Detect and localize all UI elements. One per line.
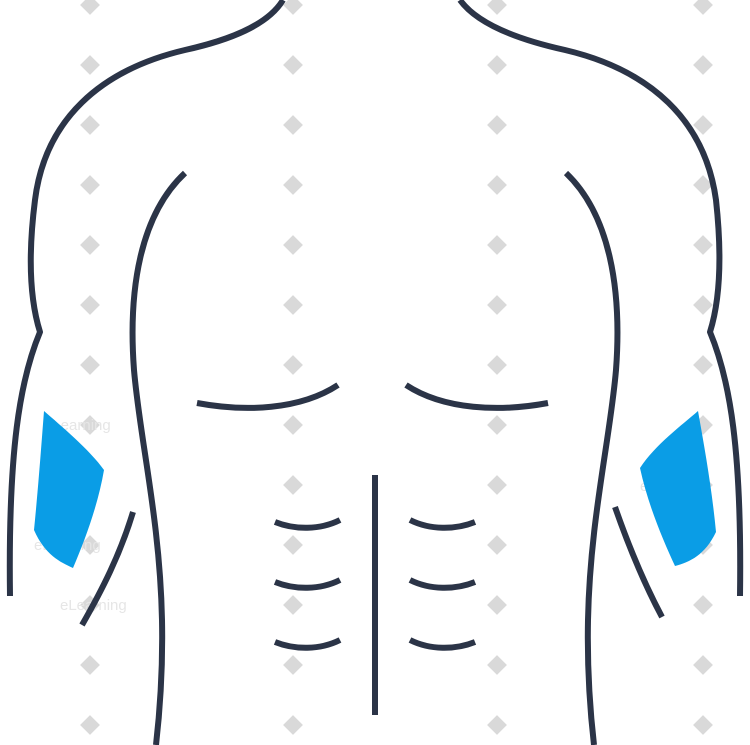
- diamond-watermark-icon: [693, 595, 713, 615]
- left-ab-line-3: [273, 637, 342, 651]
- diamond-watermark-icon: [283, 535, 303, 555]
- right-ab-line-1: [408, 517, 477, 531]
- diamond-watermark-icon: [487, 175, 507, 195]
- diamond-watermark-icon: [283, 115, 303, 135]
- right-forearm-line: [612, 506, 665, 619]
- left-triceps-highlight: [34, 411, 104, 568]
- diamond-watermark-icon: [80, 55, 100, 75]
- right-triceps-highlight: [640, 411, 716, 566]
- left-ab-line-2: [273, 577, 342, 591]
- left-shoulder-line: [6, 0, 286, 597]
- diamond-watermark-icon: [283, 415, 303, 435]
- diamond-watermark-icon: [693, 655, 713, 675]
- diamond-watermark-icon: [487, 535, 507, 555]
- diamond-watermark-icon: [283, 55, 303, 75]
- diamond-watermark-icon: [80, 115, 100, 135]
- diamond-watermark-icon: [487, 115, 507, 135]
- right-pectoral-line: [404, 382, 549, 411]
- male-torso-outline-icon: [6, 0, 744, 745]
- left-torso-side: [129, 170, 188, 745]
- diamond-watermark-icon: [693, 715, 713, 735]
- left-forearm-line: [79, 511, 136, 627]
- diamond-watermark-icon: [487, 295, 507, 315]
- diamond-watermark-icon: [693, 295, 713, 315]
- diamond-watermark-icon: [80, 655, 100, 675]
- left-ab-line-1: [273, 517, 342, 531]
- diamond-watermark-icon: [693, 55, 713, 75]
- diamond-watermark-icon: [693, 0, 713, 15]
- diamond-watermark-icon: [283, 475, 303, 495]
- diamond-watermark-icon: [693, 115, 713, 135]
- diamond-watermark-icon: [487, 0, 507, 15]
- right-ab-line-2: [408, 577, 477, 591]
- diamond-watermark-icon: [80, 715, 100, 735]
- diamond-watermark-icon: [283, 595, 303, 615]
- right-ab-line-3: [408, 637, 477, 651]
- diamond-watermark-icon: [80, 415, 100, 435]
- diamond-watermark-icon: [693, 355, 713, 375]
- diamond-watermark-icon: [487, 235, 507, 255]
- diamond-watermark-icon: [283, 175, 303, 195]
- diamond-watermark-icon: [487, 655, 507, 675]
- diamond-watermark-icon: [283, 0, 303, 15]
- left-pectoral-line: [196, 382, 340, 411]
- diamond-watermark-icon: [487, 595, 507, 615]
- diamond-watermark-icon: [283, 655, 303, 675]
- diamond-watermark-icon: [283, 235, 303, 255]
- diamond-watermark-icon: [487, 415, 507, 435]
- diamond-watermark-icon: [487, 55, 507, 75]
- right-shoulder-line: [457, 0, 744, 597]
- diamond-watermark-icon: [283, 355, 303, 375]
- diamond-watermark-icon: [80, 295, 100, 315]
- diamond-watermark-icon: [283, 715, 303, 735]
- right-torso-side: [563, 170, 621, 745]
- diamond-watermark-icon: [487, 715, 507, 735]
- diamond-watermark-icon: [80, 355, 100, 375]
- diamond-watermark-icon: [80, 0, 100, 15]
- diamond-watermark-icon: [80, 235, 100, 255]
- diamond-watermark-icon: [80, 175, 100, 195]
- diamond-watermark-icon: [283, 295, 303, 315]
- triceps-highlight-icon: [34, 411, 716, 568]
- diamond-watermark-icon: [693, 235, 713, 255]
- diamond-watermark-icon: [487, 355, 507, 375]
- diamond-watermark-icon: [487, 475, 507, 495]
